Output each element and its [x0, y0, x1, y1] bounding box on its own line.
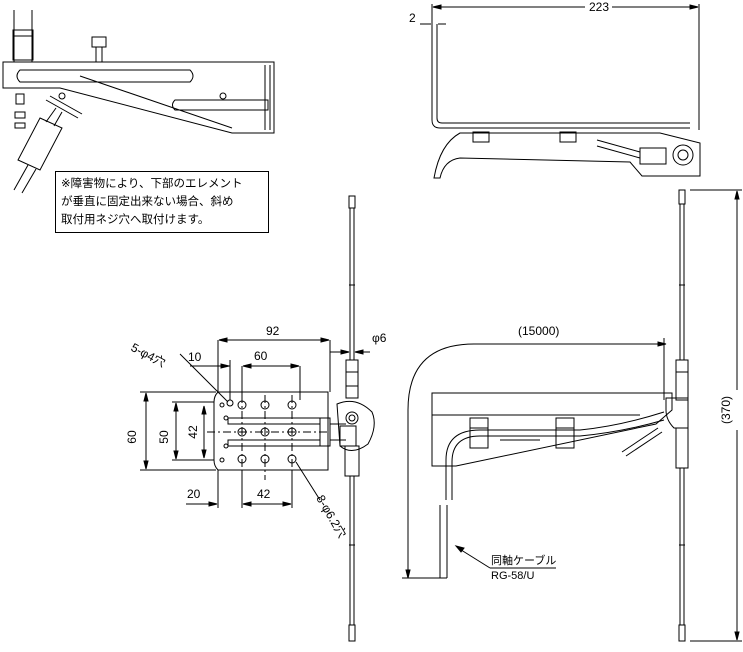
dim-height-50: 50 — [157, 430, 171, 444]
coax-cable-label: 同軸ケーブル — [491, 553, 556, 567]
angled-mount-detail — [2, 10, 275, 194]
note-line-3: 取付用ネジ穴へ取付けます。 — [61, 212, 210, 226]
note-line-2: が垂直に固定出来ない場合、斜め — [61, 194, 234, 208]
dim-element-dia: φ6 — [372, 331, 387, 345]
note-line-1: ※障害物により、下部のエレメント — [61, 176, 243, 190]
dim-height-60: 60 — [125, 430, 139, 444]
dim-total-length: (370) — [719, 396, 733, 424]
plate-front-view — [140, 337, 375, 508]
dim-cable-length: (15000) — [518, 324, 559, 338]
center-element — [330, 195, 370, 642]
coax-type-label: RG-58/U — [491, 570, 534, 582]
dim-bottom-20: 20 — [187, 487, 201, 501]
dim-bracket-width: 92 — [266, 324, 280, 338]
dim-top-offset: 2 — [409, 11, 416, 25]
dim-height-42: 42 — [186, 425, 200, 439]
dim-bottom-42: 42 — [257, 487, 271, 501]
installed-view — [402, 189, 742, 642]
dim-hole-spacing-left: 10 — [188, 350, 202, 364]
dim-large-holes: 8-φ6.2穴 — [313, 492, 350, 540]
dim-hole-spacing-outer: 60 — [254, 349, 268, 363]
dim-small-holes: 5-φ4穴 — [129, 339, 169, 370]
side-view-top — [420, 4, 701, 179]
dim-top-width: 223 — [589, 0, 609, 14]
installation-note: ※障害物により、下部のエレメント が垂直に固定出来ない場合、斜め 取付用ネジ穴へ… — [55, 171, 269, 233]
